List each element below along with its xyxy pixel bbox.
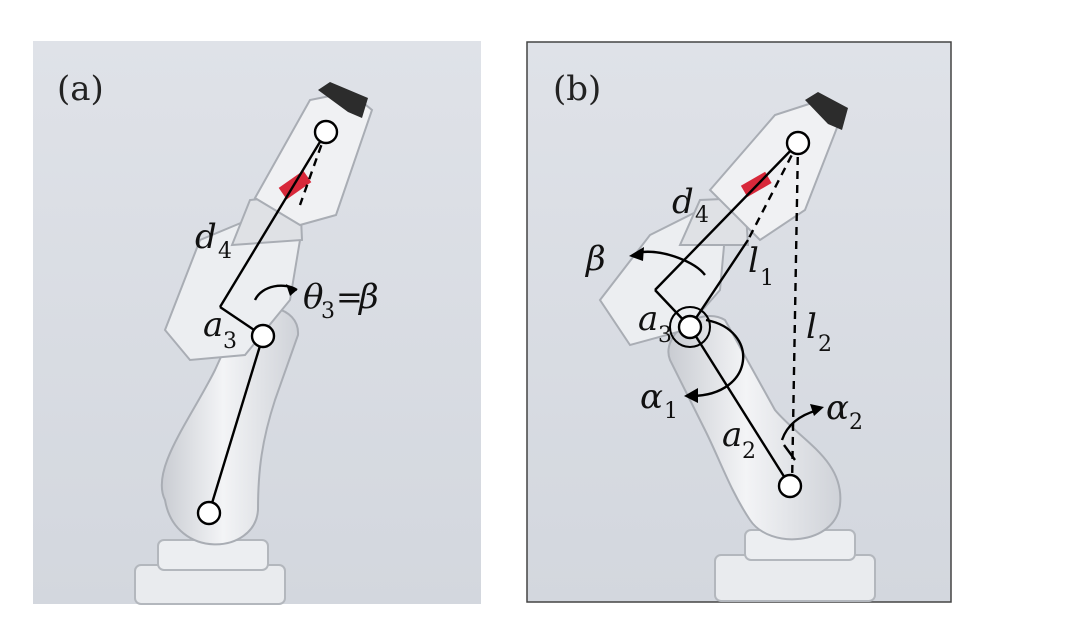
theta-arrowhead xyxy=(286,284,297,296)
robot-b-flange xyxy=(805,92,848,130)
panel-b-label: (b) xyxy=(553,69,601,109)
robot-a-base xyxy=(134,539,286,605)
robot-a-lower-arm xyxy=(160,305,300,546)
svg-text:θ: θ xyxy=(303,277,323,317)
svg-text:l: l xyxy=(806,307,817,347)
label-b-d4: d 4 xyxy=(672,182,709,228)
svg-text:2: 2 xyxy=(849,410,863,435)
svg-text:α: α xyxy=(640,377,663,417)
label-b-a3: a 3 xyxy=(638,299,672,348)
label-b-l1: l 1 xyxy=(748,241,774,291)
label-a-d4: d 4 xyxy=(195,217,232,264)
svg-text:4: 4 xyxy=(695,203,709,228)
link-d4-line-a xyxy=(218,131,328,308)
joint-b-elbow-ring xyxy=(669,306,711,348)
label-b-alpha1: α 1 xyxy=(640,377,678,424)
alpha1-arrowhead xyxy=(684,388,698,403)
panel-b-lines xyxy=(641,142,819,487)
alpha1-arc xyxy=(691,318,745,398)
alpha2-arrowhead xyxy=(810,404,824,416)
panel-b-background xyxy=(526,41,952,603)
joint-a-wrist xyxy=(313,119,339,145)
beta-arrowhead xyxy=(629,247,644,261)
svg-text:a: a xyxy=(203,305,223,345)
label-b-l2: l 2 xyxy=(806,307,832,357)
link-a2-line-a xyxy=(207,335,265,514)
svg-text:3: 3 xyxy=(658,323,672,348)
robot-a-flange xyxy=(318,82,368,118)
joint-b-elbow xyxy=(677,314,703,340)
l1-connector xyxy=(689,239,749,328)
joint-a-elbow xyxy=(250,323,276,349)
label-b-beta: β xyxy=(584,239,606,279)
svg-text:l: l xyxy=(748,241,759,281)
svg-text:2: 2 xyxy=(742,439,756,464)
svg-text:a: a xyxy=(722,415,742,455)
svg-text:2: 2 xyxy=(818,332,832,357)
svg-text:1: 1 xyxy=(760,266,774,291)
panel-a: (a) d 4 a 3 θ 3 = β xyxy=(33,41,481,605)
label-a-theta: θ 3 = β xyxy=(303,277,379,324)
link-a2-line-b xyxy=(688,326,792,487)
link-d4-line-b xyxy=(654,142,799,291)
joint-a-base xyxy=(196,500,222,526)
dashed-l2-line xyxy=(790,142,800,487)
svg-text:d: d xyxy=(672,182,694,222)
svg-text:α: α xyxy=(826,388,849,428)
dashed-l1-line xyxy=(746,142,800,241)
panel-b: (b) d 4 β l 1 a 3 l 2 α 1 a 2 α 2 xyxy=(526,41,952,603)
svg-text:=: = xyxy=(336,278,363,316)
joint-b-base xyxy=(777,473,803,499)
robot-b-base xyxy=(714,529,876,602)
label-b-a2: a 2 xyxy=(722,415,756,464)
svg-text:a: a xyxy=(638,299,658,339)
beta-arc xyxy=(641,250,706,276)
svg-text:3: 3 xyxy=(321,299,335,324)
svg-text:4: 4 xyxy=(218,239,232,264)
label-b-alpha2: α 2 xyxy=(826,388,863,435)
svg-text:3: 3 xyxy=(223,329,237,354)
svg-text:β: β xyxy=(357,277,379,317)
panel-a-label: (a) xyxy=(57,69,104,109)
svg-text:d: d xyxy=(195,217,217,257)
label-a-a3: a 3 xyxy=(203,305,237,354)
svg-text:1: 1 xyxy=(664,399,678,424)
joint-b-wrist xyxy=(785,130,811,156)
